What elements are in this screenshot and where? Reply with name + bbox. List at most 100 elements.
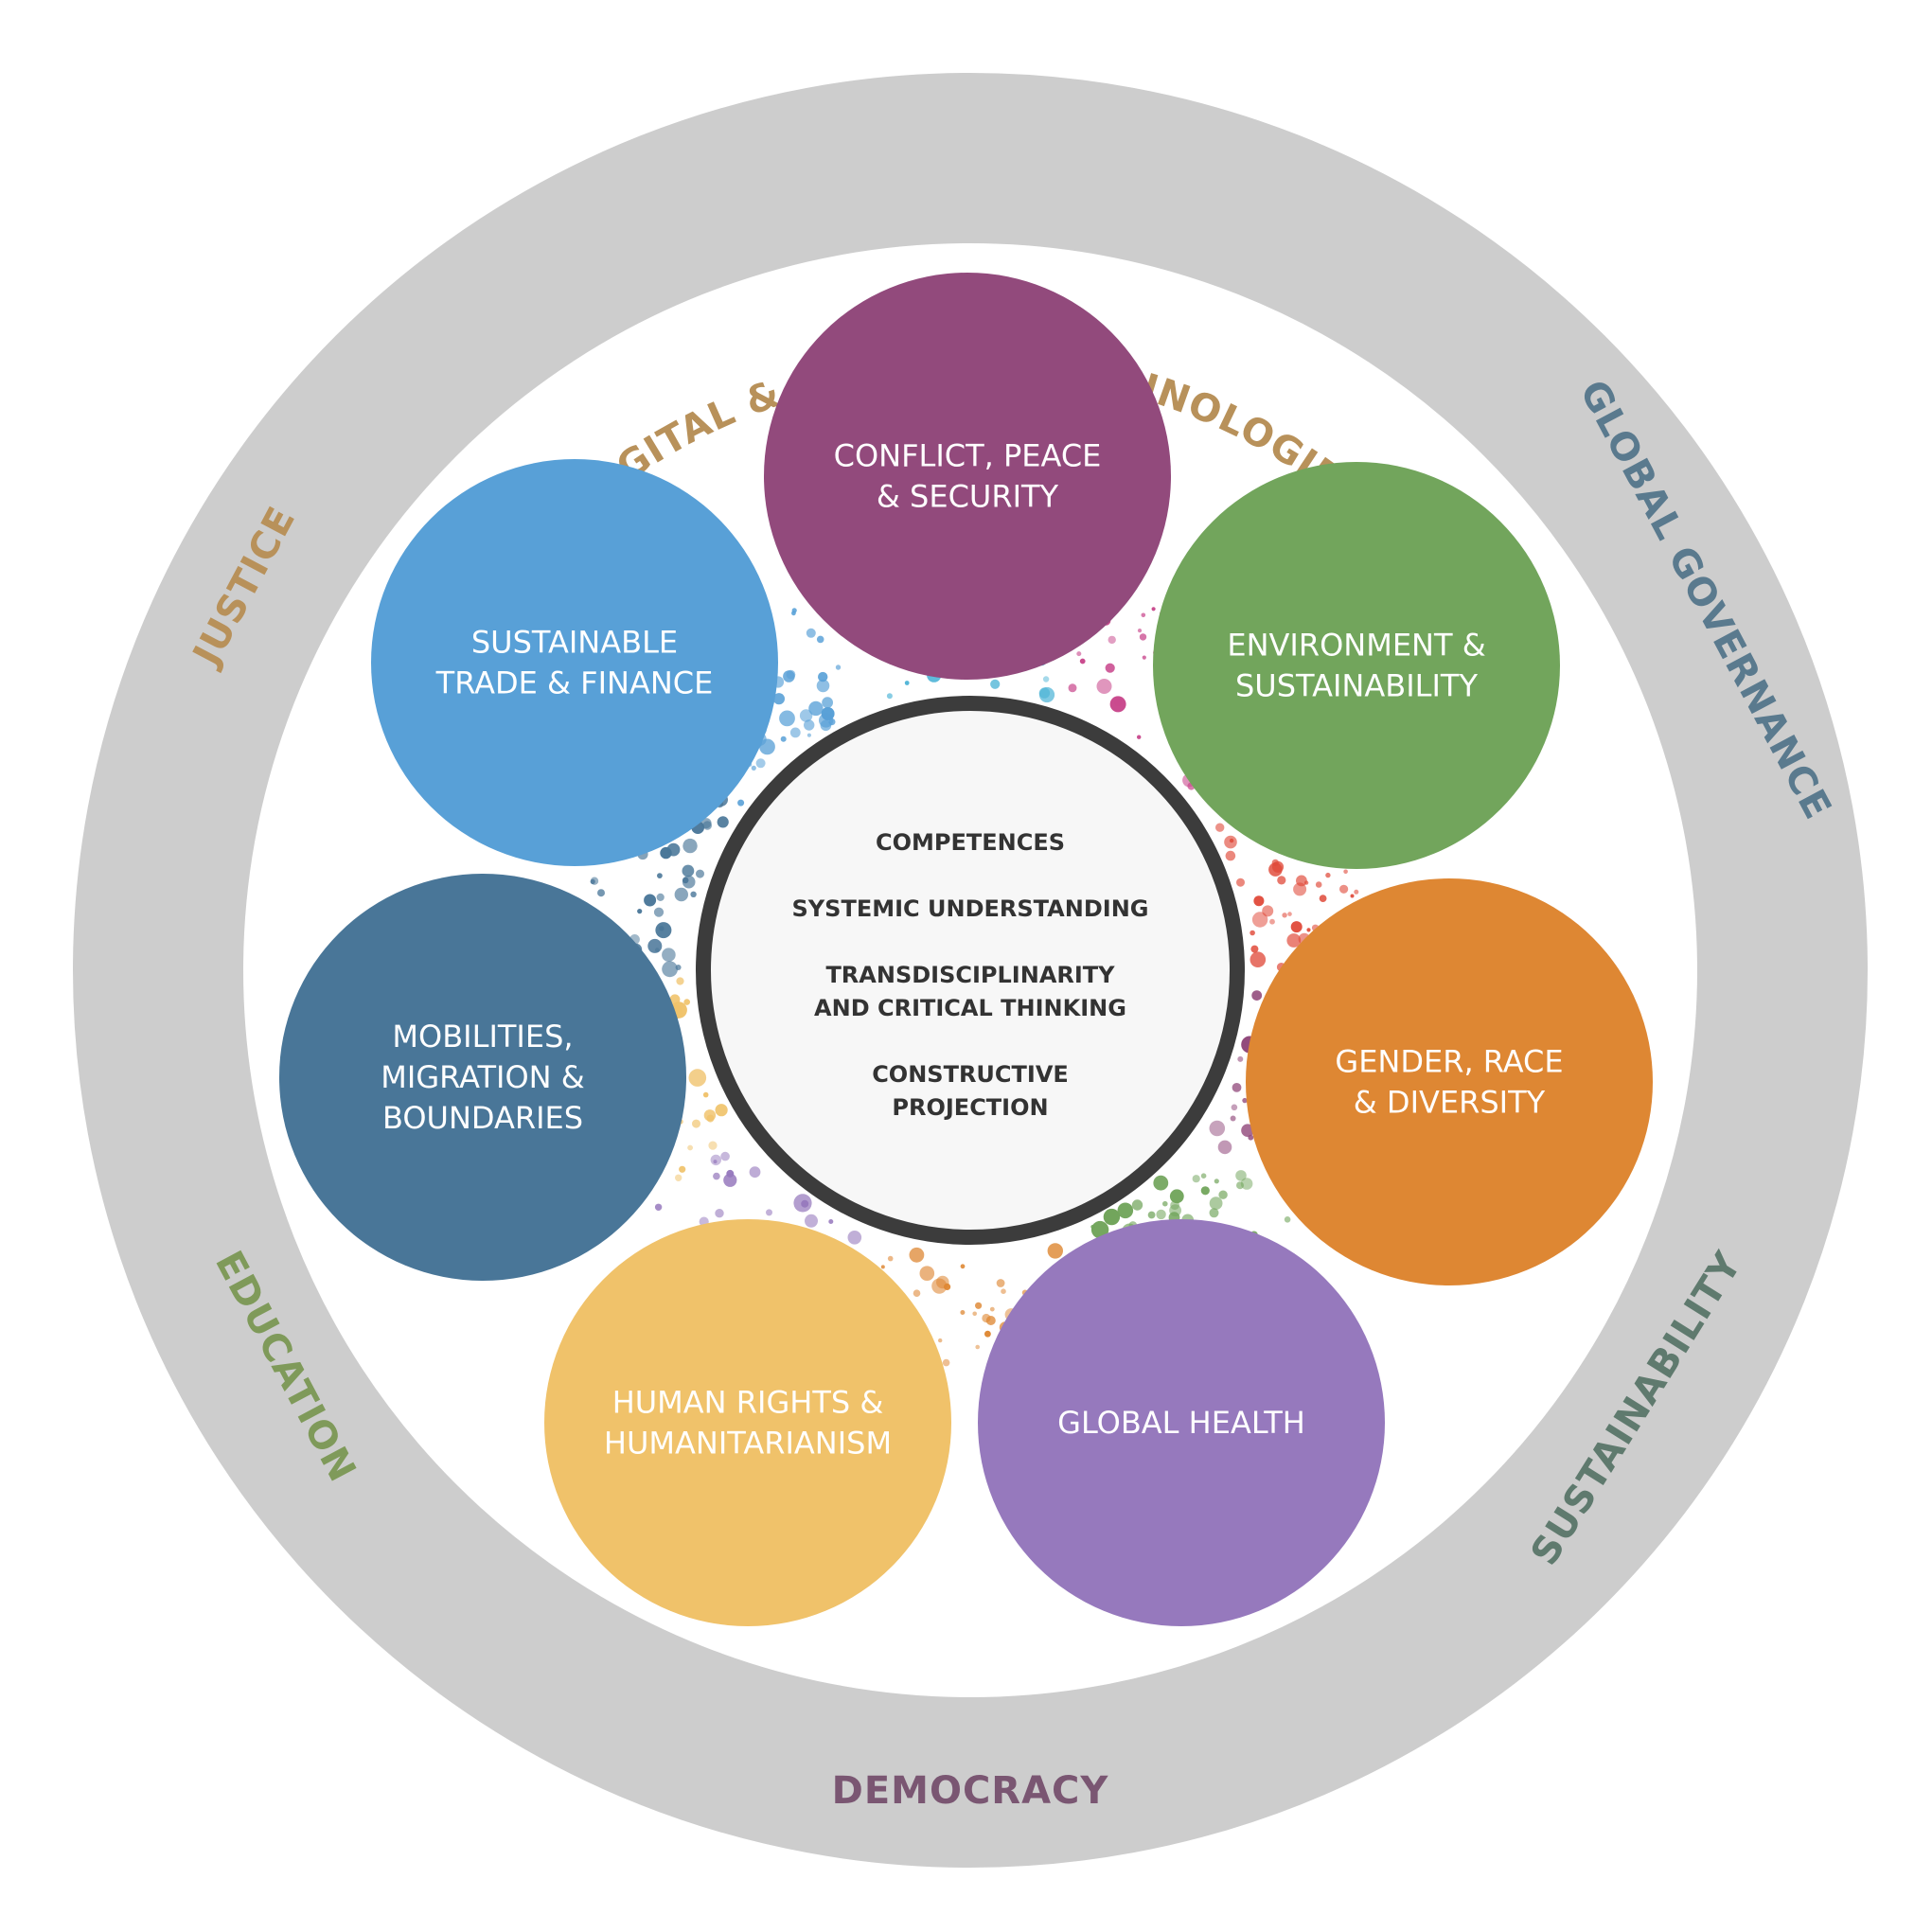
decorative-dot [1139, 633, 1147, 641]
decorative-dot [654, 1203, 663, 1212]
theme-human-rights-label-line-1: HUMAN RIGHTS & [612, 1385, 884, 1421]
decorative-dot [1096, 679, 1112, 694]
decorative-dot [975, 1344, 980, 1350]
decorative-dot [985, 1316, 996, 1325]
decorative-dot [656, 893, 665, 902]
decorative-dot [1315, 881, 1322, 888]
decorative-dot [702, 1091, 709, 1098]
decorative-dot [1354, 889, 1359, 895]
decorative-dot [1251, 912, 1268, 928]
decorative-dot [682, 877, 689, 884]
decorative-dot [772, 693, 786, 705]
decorative-dot [786, 669, 796, 680]
decorative-dot [1153, 1175, 1169, 1191]
decorative-dot [692, 1119, 700, 1128]
decorative-dot [751, 765, 756, 771]
decorative-dot [1103, 1208, 1121, 1226]
decorative-dot [1200, 1186, 1210, 1196]
decorative-dot [682, 864, 695, 877]
decorative-dot [657, 873, 663, 878]
decorative-dot [682, 838, 698, 854]
core-item-critical-thinking: AND CRITICAL THINKING [814, 995, 1126, 1021]
decorative-dot [1141, 612, 1146, 618]
theme-human-rights-circle [544, 1219, 951, 1626]
decorative-dot [1117, 1202, 1134, 1219]
decorative-dot [1218, 1190, 1228, 1199]
decorative-dot [1235, 1170, 1247, 1181]
decorative-dot [1231, 1104, 1238, 1111]
decorative-dot [1250, 930, 1255, 936]
decorative-dot [690, 891, 697, 897]
decorative-dot [1306, 928, 1311, 932]
decorative-dot [1162, 1200, 1168, 1207]
core-item-transdisciplinarity: TRANSDISCIPLINARITY [825, 962, 1115, 988]
decorative-dot [675, 1174, 682, 1182]
decorative-dot [1224, 835, 1237, 849]
theme-mobilities-label-line-3: BOUNDARIES [382, 1100, 583, 1136]
decorative-dot [791, 608, 797, 613]
theme-gender-label-line-2: & DIVERSITY [1354, 1085, 1546, 1121]
decorative-dot [710, 1154, 721, 1166]
decorative-dot [1169, 1189, 1184, 1204]
decorative-dot [960, 1310, 966, 1315]
decorative-dot [1151, 607, 1156, 612]
theme-environment-circle [1153, 462, 1560, 869]
decorative-dot [662, 948, 676, 962]
decorative-dot [679, 1165, 686, 1173]
decorative-dot [972, 1311, 977, 1317]
core-item-constructive: CONSTRUCTIVE [872, 1061, 1069, 1088]
theme-environment-label-line-1: ENVIRONMENT & [1227, 628, 1485, 664]
decorative-dot [708, 1141, 718, 1150]
decorative-dot [996, 1279, 1005, 1287]
decorative-dot [1236, 877, 1245, 887]
decorative-dot [644, 894, 657, 907]
decorative-dot [1215, 823, 1225, 832]
decorative-dot [655, 922, 672, 939]
decorative-dot [975, 1302, 983, 1309]
decorative-dot [828, 1219, 834, 1224]
theme-conflict-circle [764, 273, 1171, 680]
decorative-dot [715, 1209, 724, 1218]
decorative-dot [597, 889, 605, 897]
theme-health: GLOBAL HEALTH [978, 1219, 1385, 1626]
decorative-dot [647, 938, 663, 953]
decorative-dot [806, 628, 816, 638]
decorative-dot [1287, 912, 1292, 916]
theme-human-rights-label-line-2: HUMANITARIANISM [604, 1426, 892, 1462]
decorative-dot [1156, 1209, 1166, 1220]
theme-gender-circle [1246, 878, 1653, 1285]
decorative-dot [1350, 894, 1355, 898]
decorative-dot [1242, 1097, 1248, 1104]
decorative-dot [1325, 872, 1331, 878]
theme-trade-label-line-1: SUSTAINABLE [471, 625, 678, 661]
decorative-dot [1209, 1120, 1226, 1137]
decorative-dot [1284, 1216, 1291, 1223]
decorative-dot [984, 1330, 991, 1338]
decorative-dot [1269, 918, 1275, 925]
decorative-dot [1042, 676, 1050, 682]
theme-trade-circle [371, 459, 778, 866]
decorative-dot [1076, 651, 1082, 657]
decorative-dot [1253, 895, 1265, 907]
decorative-dot [1192, 1175, 1200, 1183]
decorative-dot [766, 1209, 772, 1216]
decorative-dot [1262, 905, 1274, 917]
ring-label-democracy: DEMOCRACY [832, 1769, 1108, 1813]
decorative-dot [737, 799, 745, 806]
decorative-dot [1217, 1140, 1232, 1155]
decorative-dot [806, 733, 812, 737]
decorative-dot [1169, 1204, 1181, 1217]
decorative-dot [789, 727, 801, 738]
decorative-dot [808, 700, 824, 717]
decorative-dot [676, 977, 684, 985]
theme-trade-label-line-2: TRADE & FINANCE [435, 665, 714, 701]
decorative-dot [1343, 869, 1348, 875]
decorative-dot [683, 999, 690, 1005]
core-item-systemic: SYSTEMIC UNDERSTANDING [792, 895, 1149, 922]
decorative-dot [822, 697, 833, 709]
decorative-dot [1251, 990, 1263, 1001]
decorative-dot [1200, 1173, 1207, 1179]
theme-mobilities: MOBILITIES,MIGRATION &BOUNDARIES [279, 874, 686, 1281]
decorative-dot [1068, 683, 1077, 693]
